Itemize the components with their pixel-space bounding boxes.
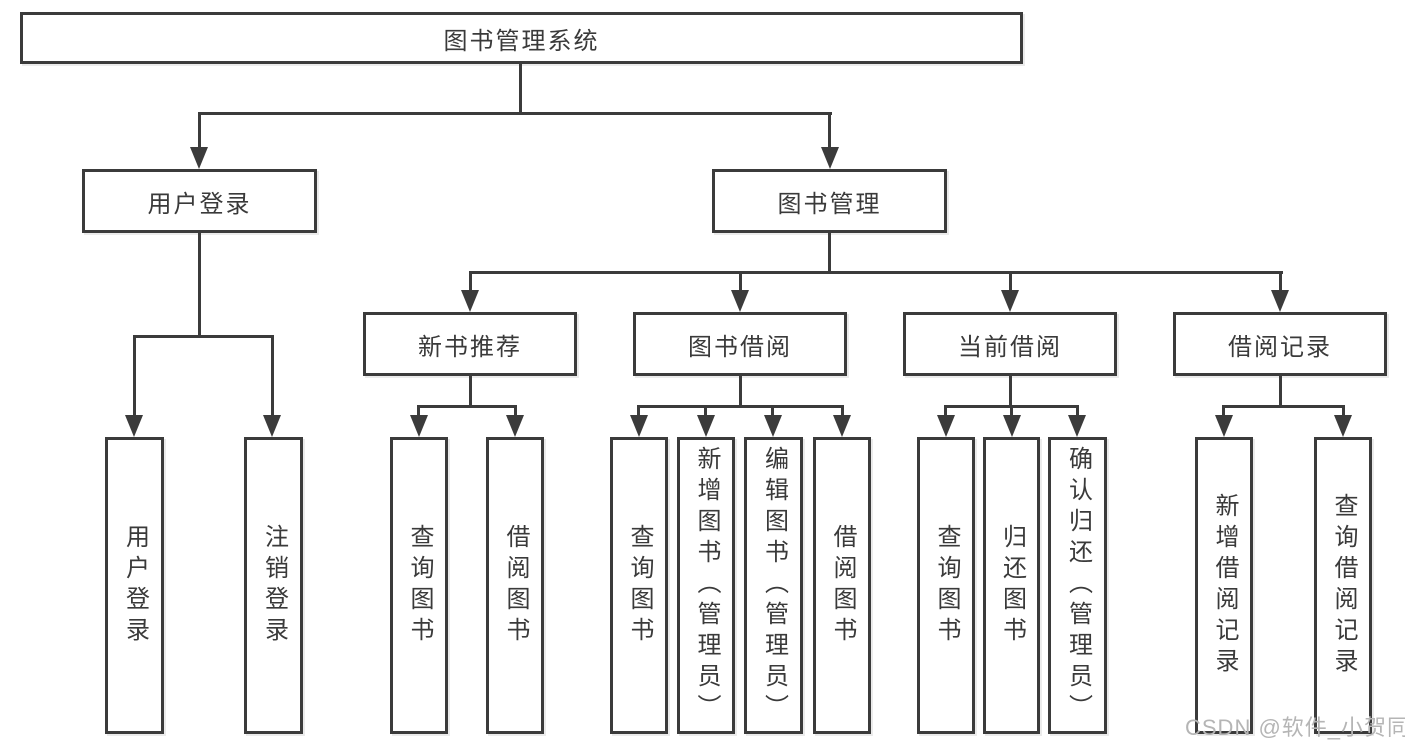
leaf-add-borrow-record: 新增借阅记录: [1195, 437, 1253, 734]
connector-newbook-stem: [469, 376, 472, 408]
node-user-login: 用户登录: [82, 169, 317, 233]
connector-borrowing-drop-3: [771, 405, 774, 417]
arrow-down-icon: [190, 147, 208, 169]
arrow-down-icon: [125, 415, 143, 437]
leaf-borrow-books-recommend: 借阅图书: [486, 437, 544, 734]
leaf-confirm-return-admin: 确认归还（管理员）: [1048, 437, 1107, 734]
connector-current-stem: [1009, 376, 1012, 408]
node-borrowing-records: 借阅记录: [1173, 312, 1387, 376]
connector-bookmgmt-bar: [469, 271, 1283, 274]
connector-borrowing-drop-4: [841, 405, 844, 417]
connector-bookmgmt-drop-4: [1279, 271, 1282, 292]
connector-newbook-drop-1: [417, 405, 420, 417]
node-book-borrowing: 图书借阅: [633, 312, 847, 376]
leaf-user-login: 用户登录: [105, 437, 164, 734]
arrow-down-icon: [410, 415, 428, 437]
connector-borrowing-stem: [739, 376, 742, 408]
arrow-down-icon: [506, 415, 524, 437]
leaf-logout: 注销登录: [244, 437, 303, 734]
arrow-down-icon: [263, 415, 281, 437]
csdn-watermark: CSDN @软件_小贺同学: [1185, 715, 1405, 740]
connector-records-drop-1: [1222, 405, 1225, 417]
node-library-management-system: 图书管理系统: [20, 12, 1023, 64]
connector-current-drop-1: [944, 405, 947, 417]
node-current-borrowing: 当前借阅: [903, 312, 1117, 376]
arrow-down-icon: [1334, 415, 1352, 437]
connector-bookmgmt-drop-1: [469, 271, 472, 292]
connector-bookmgmt-drop-2: [739, 271, 742, 292]
connector-records-drop-2: [1342, 405, 1345, 417]
arrow-down-icon: [1001, 290, 1019, 312]
arrow-down-icon: [630, 415, 648, 437]
leaf-search-books-current: 查询图书: [917, 437, 975, 734]
connector-records-bar: [1222, 405, 1345, 408]
connector-userlogin-bar: [133, 335, 274, 338]
node-book-management: 图书管理: [712, 169, 947, 233]
connector-userlogin-stem: [198, 233, 201, 338]
arrow-down-icon: [821, 147, 839, 169]
leaf-search-books-borrowing: 查询图书: [610, 437, 668, 734]
connector-borrowing-drop-1: [637, 405, 640, 417]
connector-newbook-drop-2: [514, 405, 517, 417]
arrow-down-icon: [833, 415, 851, 437]
arrow-down-icon: [1068, 415, 1086, 437]
arrow-down-icon: [764, 415, 782, 437]
connector-root-drop-left: [198, 112, 201, 150]
arrow-down-icon: [461, 290, 479, 312]
leaf-add-book-admin: 新增图书（管理员）: [677, 437, 735, 734]
connector-root-drop-right: [828, 112, 831, 150]
node-new-book-recommendation: 新书推荐: [363, 312, 577, 376]
leaf-search-books-recommend: 查询图书: [390, 437, 448, 734]
leaf-return-books: 归还图书: [983, 437, 1040, 734]
connector-borrowing-bar: [637, 405, 844, 408]
leaf-search-borrow-record: 查询借阅记录: [1314, 437, 1372, 734]
connector-records-stem: [1279, 376, 1282, 408]
connector-userlogin-drop-1: [133, 335, 136, 417]
connector-userlogin-drop-2: [271, 335, 274, 417]
connector-bookmgmt-drop-3: [1009, 271, 1012, 292]
leaf-edit-book-admin: 编辑图书（管理员）: [744, 437, 803, 734]
arrow-down-icon: [1215, 415, 1233, 437]
arrow-down-icon: [1271, 290, 1289, 312]
connector-bookmgmt-stem: [828, 233, 831, 274]
arrow-down-icon: [697, 415, 715, 437]
connector-current-drop-3: [1076, 405, 1079, 417]
connector-root-stem: [519, 64, 522, 114]
arrow-down-icon: [937, 415, 955, 437]
connector-root-bar: [198, 112, 832, 115]
arrow-down-icon: [1003, 415, 1021, 437]
connector-newbook-bar: [417, 405, 517, 408]
connector-current-drop-2: [1010, 405, 1013, 417]
arrow-down-icon: [731, 290, 749, 312]
connector-borrowing-drop-2: [704, 405, 707, 417]
leaf-borrow-books-borrowing: 借阅图书: [813, 437, 871, 734]
